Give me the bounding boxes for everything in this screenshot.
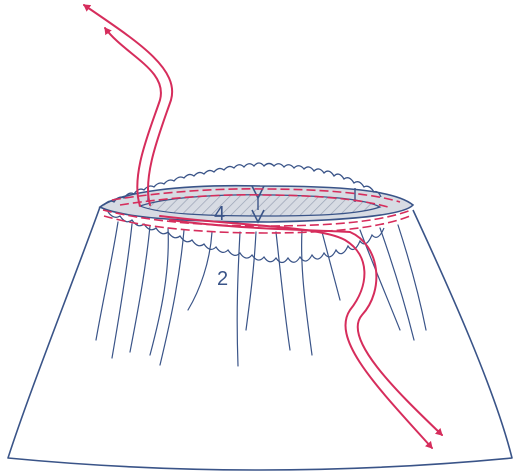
piece-number-body: 2 [217, 268, 228, 290]
drawstring-left [84, 5, 172, 206]
piece-number-top: 4 [214, 203, 225, 225]
